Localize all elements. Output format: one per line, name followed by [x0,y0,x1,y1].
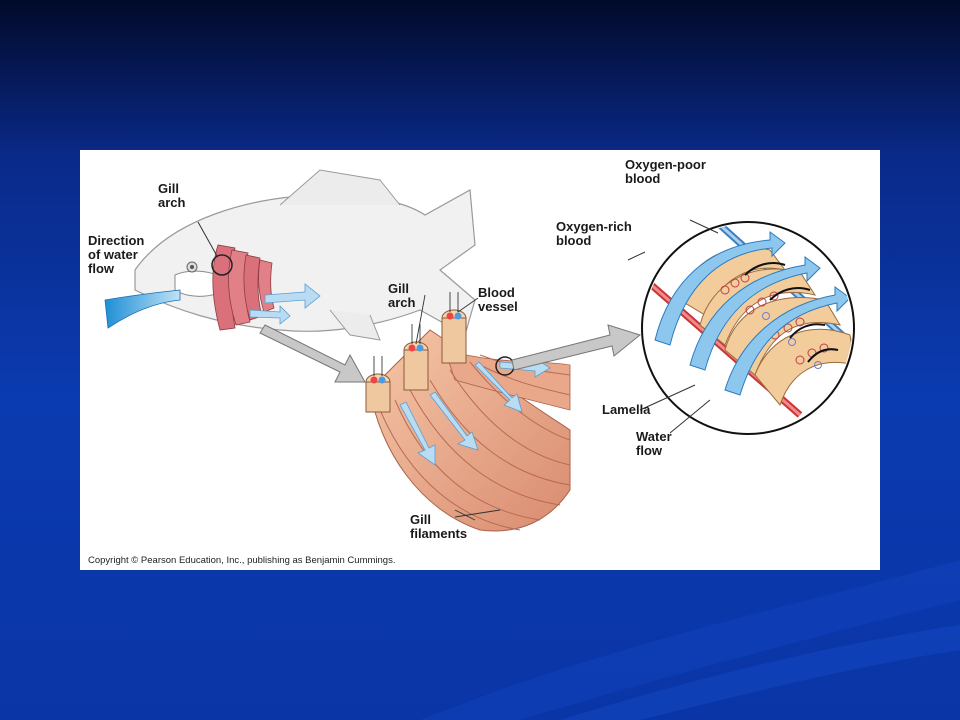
gill-outflow-arrow-2 [249,305,291,325]
label-gill-arch-detail: Gill arch [388,281,416,310]
label-oxygen-poor-blood: Oxygen-poor blood [625,157,706,186]
fish-gills [212,244,275,331]
copyright-notice: Copyright © Pearson Education, Inc., pub… [88,555,396,566]
fish-illustration [134,169,476,341]
label-oxygen-rich-blood: Oxygen-rich blood [556,219,632,248]
gill-diagram: Gill arch Direction of water flow Gill a… [80,150,880,570]
label-direction-of-water-flow: Direction of water flow [88,233,145,276]
label-gill-arch-fish: Gill arch [158,181,186,210]
gill-arch-marker [211,254,233,276]
zoom-arrow-1 [259,324,366,383]
label-gill-filaments: Gill filaments [410,512,468,541]
label-water-flow: Water flow [636,429,672,458]
water-inflow-arrow [104,289,181,329]
label-lamella: Lamella [602,402,651,417]
gill-outflow-arrow [264,283,321,309]
zoom-arrow-2 [511,324,642,371]
gill-filaments-illustration [365,292,571,532]
label-blood-vessel: Blood vessel [478,285,518,314]
lamella-detail [627,219,855,435]
